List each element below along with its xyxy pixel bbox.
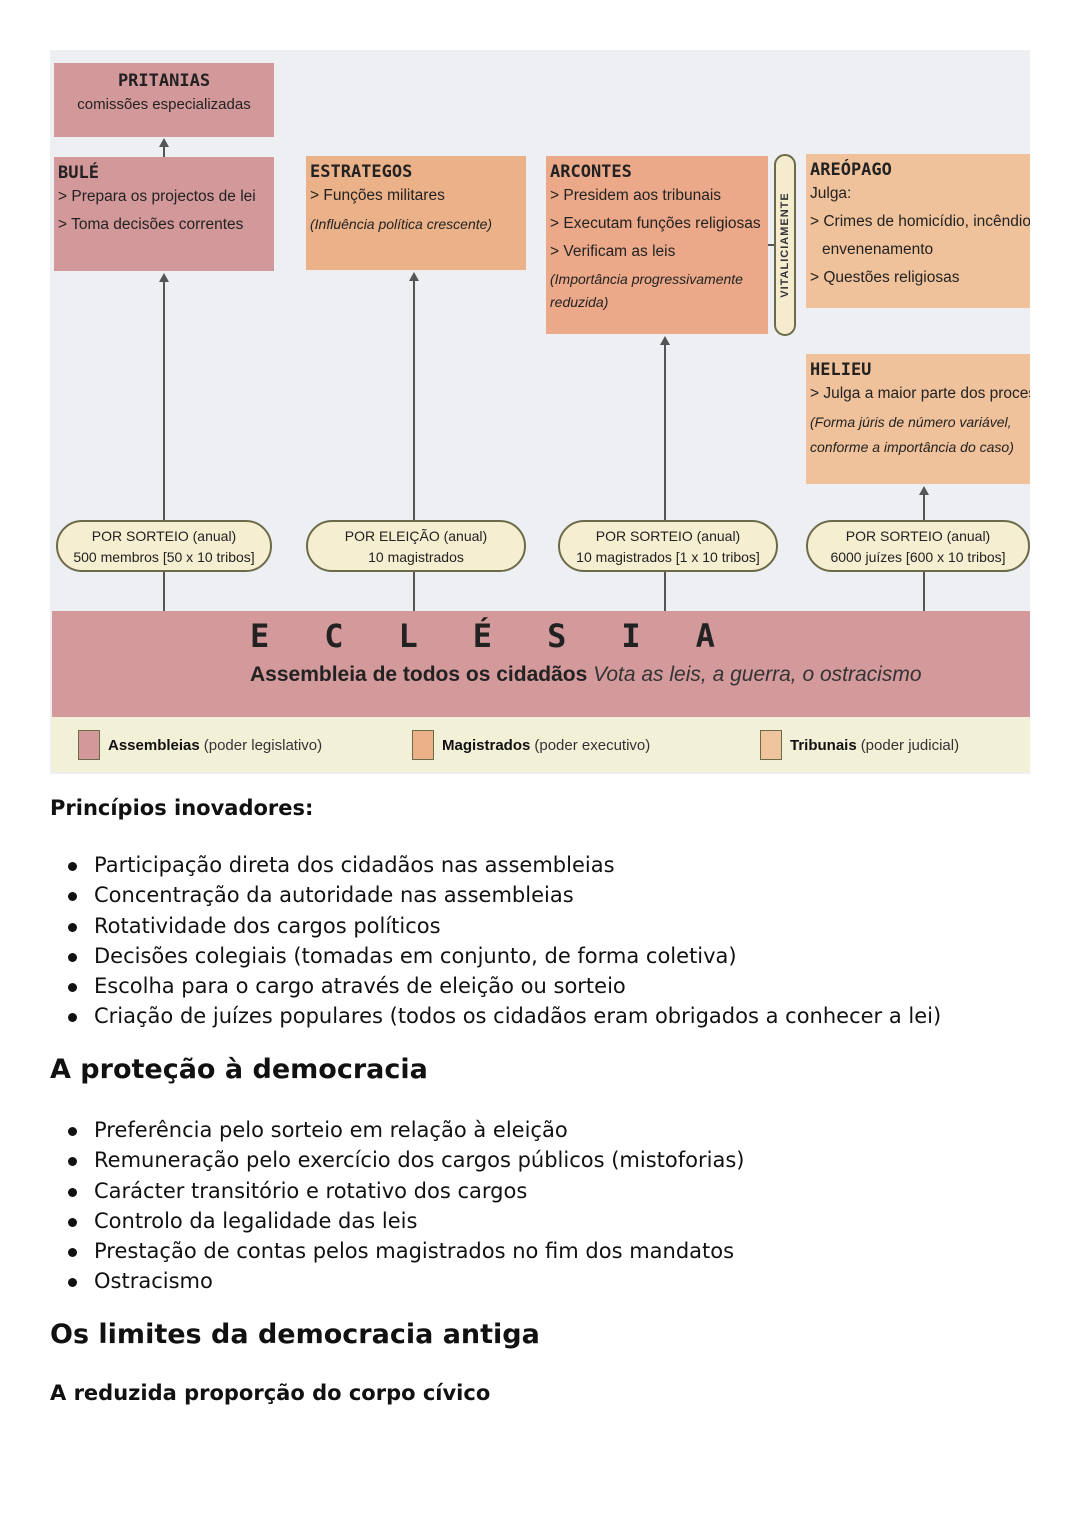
legend-rest: (poder legislativo) [203,736,323,754]
legend-item: Assembleias (poder legislativo) [78,729,322,761]
bule-line: > Toma decisões correntes [58,216,244,233]
arcontes-note: (Importância progressivamente [550,271,743,287]
eclesia-box: ECLÉSIA Assembleia de todos os cidadãos … [52,611,1030,717]
selection-pill: POR SORTEIO (anual) 6000 juízes [600 x 1… [806,520,1030,572]
connector-line [664,572,666,612]
list-item: Remuneração pelo exercício dos cargos pú… [67,1145,744,1175]
legend-swatch [760,730,782,760]
list-item: Criação de juízes populares (todos os ci… [67,1001,941,1031]
areopago-line: Julga: [810,185,852,202]
list-item: Participação direta dos cidadãos nas ass… [67,850,941,880]
arrow-up-icon [409,272,419,281]
bule-title: BULÉ [58,163,99,183]
connector-line [768,244,774,246]
legend-item: Magistrados (poder executivo) [412,729,650,761]
estrategos-box: ESTRATEGOS > Funções militares (Influênc… [306,156,526,270]
list-item: Decisões colegiais (tomadas em conjunto,… [67,941,941,971]
eclesia-subtitle: Assembleia de todos os cidadãos Vota as … [250,663,922,687]
pill-line: POR SORTEIO (anual) [595,528,741,544]
connector-line [413,279,415,522]
arcontes-line: > Executam funções religiosas [550,215,761,232]
helieu-box: HELIEU > Julga a maior parte dos process… [806,354,1030,484]
arrow-up-icon [159,138,169,147]
connector-line [413,572,415,612]
arcontes-note: reduzida) [550,294,609,310]
helieu-line: > Julga a maior parte dos processos [810,385,1030,402]
helieu-note: conforme a importância do caso) [810,439,1014,455]
list-item: Concentração da autoridade nas assemblei… [67,880,941,910]
pritanias-sub: comissões especializadas [77,96,251,113]
arrow-up-icon [159,273,169,282]
arcontes-box: ARCONTES > Presidem aos tribunais > Exec… [546,156,768,334]
legend-bold: Assembleias [108,736,200,754]
bule-line: > Prepara os projectos de lei [58,188,256,205]
list-item: Ostracismo [67,1266,744,1296]
connector-line [664,343,666,522]
areopago-line: > Questões religiosas [810,269,960,286]
selection-pill: POR SORTEIO (anual) 500 membros [50 x 10… [56,520,272,572]
legend-bold: Tribunais [790,736,857,754]
pill-line: POR SORTEIO (anual) [845,528,991,544]
principles-list: Participação direta dos cidadãos nas ass… [67,850,941,1032]
list-item: Prestação de contas pelos magistrados no… [67,1236,744,1266]
legend-swatch [412,730,434,760]
athenian-democracy-diagram: PRITANIAS comissões especializadas BULÉ … [50,50,1030,774]
pill-line: 10 magistrados [1 x 10 tribos] [576,549,760,565]
estrategos-line: > Funções militares [310,187,445,204]
eclesia-title: ECLÉSIA [250,617,770,655]
legend-swatch [78,730,100,760]
arrow-up-icon [919,486,929,495]
eclesia-sub-bold: Assembleia de todos os cidadãos [250,663,588,686]
helieu-title: HELIEU [810,360,872,380]
list-item: Carácter transitório e rotativo dos carg… [67,1176,744,1206]
connector-line [163,280,165,522]
areopago-line: > Crimes de homicídio, incêndio e [810,213,1030,230]
section-subheading: A reduzida proporção do corpo cívico [50,1381,491,1405]
pill-line: 10 magistrados [368,549,464,565]
list-item: Controlo da legalidade das leis [67,1206,744,1236]
pill-line: POR SORTEIO (anual) [91,528,237,544]
connector-line [163,572,165,612]
pritanias-title: PRITANIAS [117,71,211,91]
connector-line [923,572,925,612]
helieu-note: (Forma júris de número variável, [810,414,1012,430]
arrow-up-icon [660,336,670,345]
pill-line: 500 membros [50 x 10 tribos] [73,549,255,565]
list-item: Escolha para o cargo através de eleição … [67,971,941,1001]
protection-list: Preferência pelo sorteio em relação à el… [67,1115,744,1297]
bule-box: BULÉ > Prepara os projectos de lei > Tom… [54,157,274,271]
arcontes-line: > Verificam as leis [550,243,676,260]
connector-line [163,145,165,157]
arcontes-line: > Presidem aos tribunais [550,187,722,204]
vitaliciamente-badge: VITALICIAMENTE [774,154,796,336]
areopago-line: envenenamento [822,241,934,258]
list-item: Preferência pelo sorteio em relação à el… [67,1115,744,1145]
areopago-box: AREÓPAGO Julga: > Crimes de homicídio, i… [806,154,1030,308]
section-heading-protection: A proteção à democracia [50,1054,428,1085]
legend-item: Tribunais (poder judicial) [760,729,959,761]
pritanias-box: PRITANIAS comissões especializadas [54,63,274,137]
selection-pill: POR SORTEIO (anual) 10 magistrados [1 x … [558,520,778,572]
arcontes-title: ARCONTES [550,162,632,182]
section-heading-limits: Os limites da democracia antiga [50,1319,540,1350]
legend-rest: (poder executivo) [534,736,651,754]
legend-rest: (poder judicial) [860,736,960,754]
legend: Assembleias (poder legislativo) Magistra… [52,717,1030,772]
estrategos-title: ESTRATEGOS [310,162,413,182]
pill-line: POR ELEIÇÃO (anual) [344,528,488,544]
connector-line [923,493,925,522]
areopago-title: AREÓPAGO [810,160,892,180]
legend-bold: Magistrados [442,736,531,754]
selection-pill: POR ELEIÇÃO (anual) 10 magistrados [306,520,526,572]
section-heading-principles: Princípios inovadores: [50,796,314,820]
list-item: Rotatividade dos cargos políticos [67,911,941,941]
eclesia-sub-italic: Vota as leis, a guerra, o ostracismo [593,663,922,686]
vitaliciamente-label: VITALICIAMENTE [779,192,791,298]
estrategos-note: (Influência política crescente) [310,216,493,232]
pill-line: 6000 juízes [600 x 10 tribos] [830,549,1006,565]
